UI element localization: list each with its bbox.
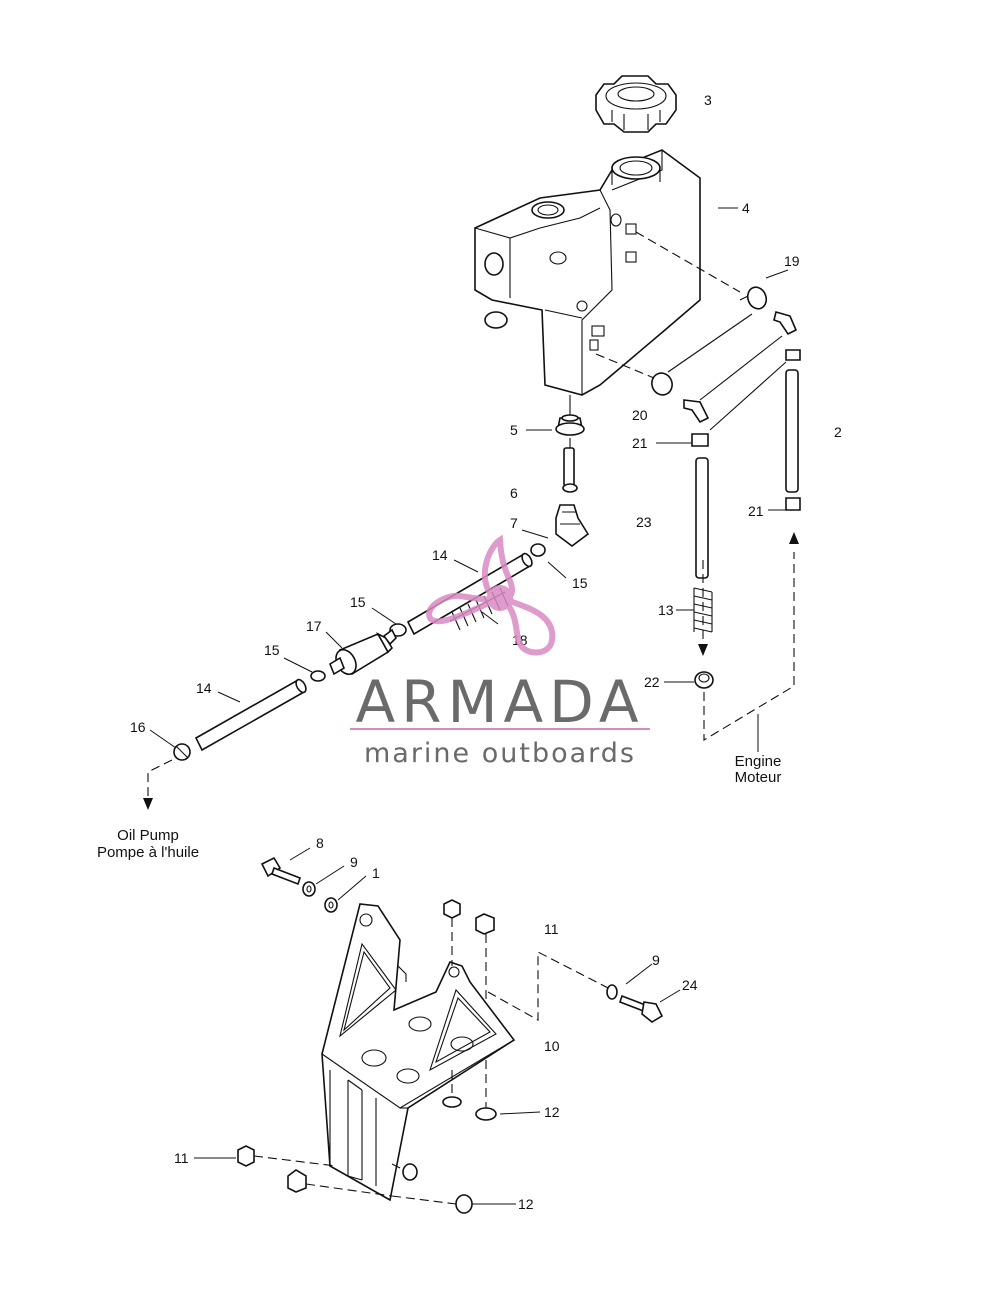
nut-11-top-right (475, 913, 495, 935)
callout-15a: 15 (572, 575, 588, 591)
nut-11-top-left (443, 899, 461, 919)
tank-cap (595, 75, 677, 133)
watermark-tagline: marine outboards (364, 738, 636, 769)
flow-arrow-up (789, 532, 799, 544)
callout-4: 4 (742, 200, 750, 216)
moteur-label: Moteur (735, 769, 782, 786)
washer-9-right (606, 984, 618, 1000)
oil-pump-label: Oil Pump (117, 827, 179, 844)
callout-11b: 11 (174, 1150, 189, 1166)
callout-5: 5 (510, 422, 518, 438)
callout-9b: 9 (652, 952, 660, 968)
callout-22: 22 (644, 674, 660, 690)
callout-12a: 12 (544, 1104, 560, 1120)
washer-12-bottom (402, 1163, 473, 1214)
tee-fitting (555, 504, 590, 547)
oil-tank (474, 149, 701, 415)
grommet-20 (651, 372, 673, 396)
callout-7: 7 (510, 515, 518, 531)
callout-21b: 21 (748, 503, 764, 519)
nut-11-bottom (237, 1145, 307, 1193)
callout-14b: 14 (196, 680, 212, 696)
callout-24: 24 (682, 977, 698, 993)
engine-label: Engine (735, 753, 782, 770)
oil-pump-fr-label: Pompe à l'huile (97, 844, 199, 861)
callout-21a: 21 (632, 435, 648, 451)
hose-lower (194, 678, 307, 752)
callout-10: 10 (544, 1038, 560, 1054)
flow-arrow-down (698, 644, 708, 656)
callout-20: 20 (632, 407, 648, 423)
callout-2: 2 (834, 424, 842, 440)
mounting-bracket (321, 903, 516, 1202)
watermark-brand: ARMADA (355, 668, 644, 736)
washer-1 (324, 897, 338, 913)
callout-6: 6 (510, 485, 518, 501)
propeller-logo-icon (426, 534, 556, 656)
outlet-tube (562, 447, 578, 493)
callout-23: 23 (636, 514, 652, 530)
end-fitting (173, 743, 191, 761)
callout-17: 17 (306, 618, 322, 634)
oil-pump-arrow (143, 798, 153, 810)
fuel-filter (329, 628, 397, 676)
callout-16: 16 (130, 719, 146, 735)
callout-15b: 15 (350, 594, 366, 610)
callout-11a: 11 (544, 921, 559, 937)
fitting-22 (694, 671, 714, 689)
washer-12-under (442, 1096, 497, 1121)
washer-9-upper (302, 881, 316, 897)
elbow-fitting-lower (683, 399, 710, 424)
callout-3: 3 (704, 92, 712, 108)
callout-14a: 14 (432, 547, 448, 563)
callout-12b: 12 (518, 1196, 534, 1212)
hose-left-vertical (695, 457, 709, 579)
hose-right-vertical (785, 369, 799, 493)
callout-9a: 9 (350, 854, 358, 870)
callout-8: 8 (316, 835, 324, 851)
callout-19: 19 (784, 253, 800, 269)
callout-13: 13 (658, 602, 674, 618)
elbow-fitting-upper (773, 311, 798, 336)
callout-15c: 15 (264, 642, 280, 658)
bolt-24 (618, 994, 664, 1023)
grommet-19 (739, 286, 768, 310)
outlet-grommet (555, 414, 585, 436)
clamp-21-right (785, 349, 801, 511)
bolt-8 (260, 856, 302, 886)
watermark-divider (350, 728, 650, 730)
callout-1: 1 (372, 865, 380, 881)
clamp-21-left (691, 433, 709, 447)
